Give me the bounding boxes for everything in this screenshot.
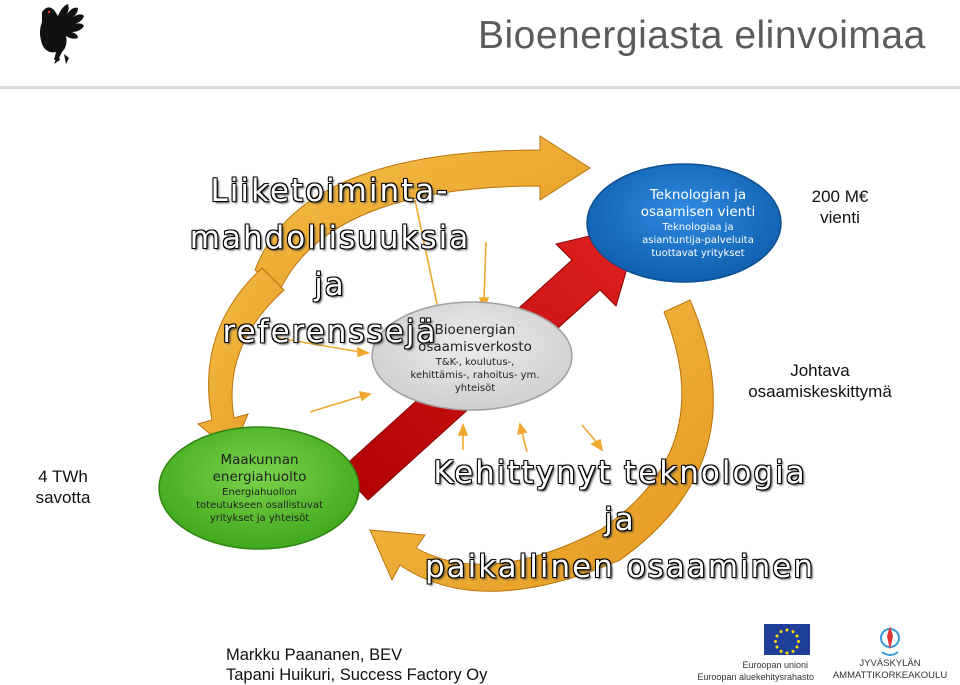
label-line: savotta — [35, 488, 91, 507]
label-line: Johtava — [790, 361, 850, 380]
label-line: vienti — [820, 208, 860, 227]
oval-competence-network-text: Bioenergian osaamisverkosto T&K-, koulut… — [385, 322, 565, 395]
oval-subtext: Energiahuollon — [222, 487, 297, 498]
oval-subtext: toteutukseen osallistuvat — [196, 500, 323, 511]
header-divider — [0, 86, 960, 89]
cycle-arrow-bottom — [369, 299, 714, 592]
eu-logo-line2: Euroopan aluekehitysrahasto — [697, 672, 814, 682]
label-line: osaamiskeskittymä — [748, 382, 892, 401]
label-line: 200 M€ — [811, 187, 869, 206]
credits: Markku Paananen, BEV Tapani Huikuri, Suc… — [226, 645, 487, 685]
oval-regional-energy-text: Maakunnan energiahuolto Energiahuollon t… — [172, 452, 347, 525]
jamk-logo-line2: AMMATTIKORKEAKOULU — [833, 670, 948, 681]
cycle-arrow-top — [254, 135, 591, 291]
title-line: paikallinen osaaminen — [424, 549, 816, 585]
oval-subtext: Teknologiaa ja — [662, 222, 734, 233]
header — [0, 0, 960, 88]
oval-regional-energy — [158, 426, 360, 550]
oval-competence-network — [371, 301, 573, 411]
jamk-logo-line1: JYVÄSKYLÄN — [859, 658, 920, 669]
oval-heading: Bioenergian — [434, 322, 516, 338]
title-business-opportunities: Liiketoiminta- mahdollisuuksia ja refere… — [180, 168, 480, 356]
oval-heading: osaamisverkosto — [418, 339, 532, 355]
eu-flag-logo: Euroopan unioni Euroopan aluekehitysraha… — [697, 624, 814, 682]
title-advanced-technology: Kehittynyt teknologia ja paikallinen osa… — [420, 450, 820, 591]
label-export-value: 200 M€ vienti — [790, 186, 890, 228]
pointer-arrows — [277, 199, 604, 453]
oval-subtext: tuottavat yritykset — [651, 248, 745, 259]
jamk-logo: JYVÄSKYLÄN AMMATTIKORKEAKOULU — [833, 626, 948, 681]
credit-line: Tapani Huikuri, Success Factory Oy — [226, 666, 488, 684]
eu-logo-line1: Euroopan unioni — [742, 660, 808, 670]
title-line: Liiketoiminta- — [210, 173, 450, 209]
title-line: Kehittynyt teknologia ja — [433, 455, 807, 538]
header-title: Bioenergiasta elinvoimaa — [478, 14, 926, 57]
label-line: 4 TWh — [38, 467, 88, 486]
label-competence-cluster: Johtava osaamiskeskittymä — [720, 360, 920, 402]
oval-heading: Maakunnan — [220, 452, 299, 468]
oval-heading: energiahuolto — [212, 469, 307, 485]
capercaillie-bird-icon — [40, 4, 84, 64]
oval-heading: osaamisen vienti — [640, 204, 756, 220]
oval-technology-export-text: Teknologian ja osaamisen vienti Teknolog… — [598, 187, 798, 260]
oval-technology-export — [586, 163, 782, 283]
label-energy-twh: 4 TWh savotta — [8, 466, 118, 508]
title-line: referenssejä — [222, 314, 438, 350]
oval-subtext: asiantuntija-palveluita — [642, 235, 754, 246]
oval-subtext: kehittämis-, rahoitus- ym. — [410, 370, 540, 381]
oval-subtext: yhteisöt — [454, 383, 496, 394]
credit-line: Markku Paananen, BEV — [226, 646, 403, 664]
oval-subtext: yritykset ja yhteisöt — [209, 513, 310, 524]
title-line: mahdollisuuksia ja — [189, 220, 471, 303]
oval-heading: Teknologian ja — [649, 187, 747, 203]
oval-subtext: T&K-, koulutus-, — [435, 357, 515, 368]
